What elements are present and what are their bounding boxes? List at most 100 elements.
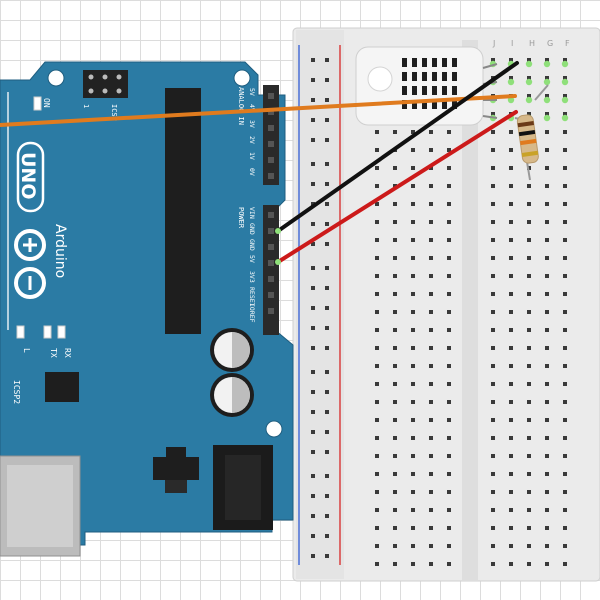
breadboard-hole [527,94,531,98]
mounting-hole [233,69,251,87]
breadboard-hole [411,454,415,458]
usb-connector [0,455,81,557]
analog-pin-label: 1V [248,152,256,160]
temperature-humidity-sensor [355,46,498,126]
capacitor-marking [232,332,250,368]
connected-hole [507,78,515,86]
grill-slot [442,72,447,81]
breadboard-hole [375,166,379,170]
breadboard-hole [563,346,567,350]
analog-pin [268,93,274,99]
breadboard-hole [375,472,379,476]
rail-hole [325,346,329,350]
breadboard-hole [509,472,513,476]
breadboard-hole [429,310,433,314]
breadboard-hole [509,364,513,368]
connected-hole [561,96,569,104]
rail-hole [325,222,329,226]
breadboard-hole [375,274,379,278]
breadboard-hole [447,346,451,350]
breadboard-hole [563,454,567,458]
power-pin-label: GND [248,223,256,235]
breadboard-hole [375,184,379,188]
resistor-band [518,129,536,137]
breadboard-hole [509,76,513,80]
capacitor [210,373,254,417]
breadboard-hole [429,382,433,386]
breadboard-hole [447,490,451,494]
breadboard-hole [393,274,397,278]
pin-1-label: 1 [82,104,90,108]
analog-pin-label: 0V [248,168,256,176]
breadboard-hole [411,220,415,224]
rail-hole [311,494,315,498]
grill-slot [442,86,447,95]
wire-end [275,259,281,265]
breadboard-hole [545,436,549,440]
breadboard-hole [509,526,513,530]
icsp-pin [116,74,122,80]
breadboard-hole [527,310,531,314]
power-pin [268,212,274,218]
breadboard-hole [447,436,451,440]
breadboard-hole [411,292,415,296]
breadboard-hole [527,184,531,188]
rail-hole [311,554,315,558]
breadboard-hole [563,184,567,188]
breadboard-hole [509,292,513,296]
power-pin-label: VIN [248,207,256,219]
power-pin [268,308,274,314]
rail-hole [325,242,329,246]
grill-slot [402,58,407,67]
breadboard-hole [545,148,549,152]
breadboard-hole [393,238,397,242]
black-ground-wire [276,61,519,233]
breadboard-hole [429,472,433,476]
breadboard-hole [509,436,513,440]
grill-slot [422,100,427,109]
breadboard-hole [411,328,415,332]
breadboard-hole [375,454,379,458]
uno-label: UNO [17,152,39,199]
voltage-regulator [153,457,199,480]
breadboard-hole [563,220,567,224]
breadboard-hole [411,148,415,152]
breadboard-hole [429,364,433,368]
breadboard-hole [375,508,379,512]
connected-hole [561,60,569,68]
breadboard-hole [491,454,495,458]
icsp-pin [88,88,94,94]
breadboard-hole [545,238,549,242]
resistor-lead [534,84,549,101]
breadboard-hole [429,544,433,548]
breadboard-hole [447,256,451,260]
rail-hole [325,286,329,290]
breadboard-hole [411,256,415,260]
breadboard-hole [545,544,549,548]
breadboard-hole [563,238,567,242]
breadboard-hole [491,148,495,152]
rail-hole [311,286,315,290]
connected-hole [561,78,569,86]
breadboard-hole [447,418,451,422]
breadboard-hole [527,274,531,278]
breadboard-hole [545,346,549,350]
breadboard-hole [563,112,567,116]
breadboard-hole [491,490,495,494]
breadboard-hole [411,274,415,278]
breadboard-hole [375,400,379,404]
breadboard-hole [527,508,531,512]
breadboard-hole [563,328,567,332]
analog-pin-label: 3V [248,120,256,128]
breadboard-hole [429,130,433,134]
connected-hole [543,60,551,68]
rail-hole [325,306,329,310]
orange-signal-wire [0,94,517,127]
breadboard-hole [393,526,397,530]
breadboard-hole [429,328,433,332]
breadboard-hole [447,292,451,296]
breadboard-hole [447,526,451,530]
breadboard-hole [447,220,451,224]
